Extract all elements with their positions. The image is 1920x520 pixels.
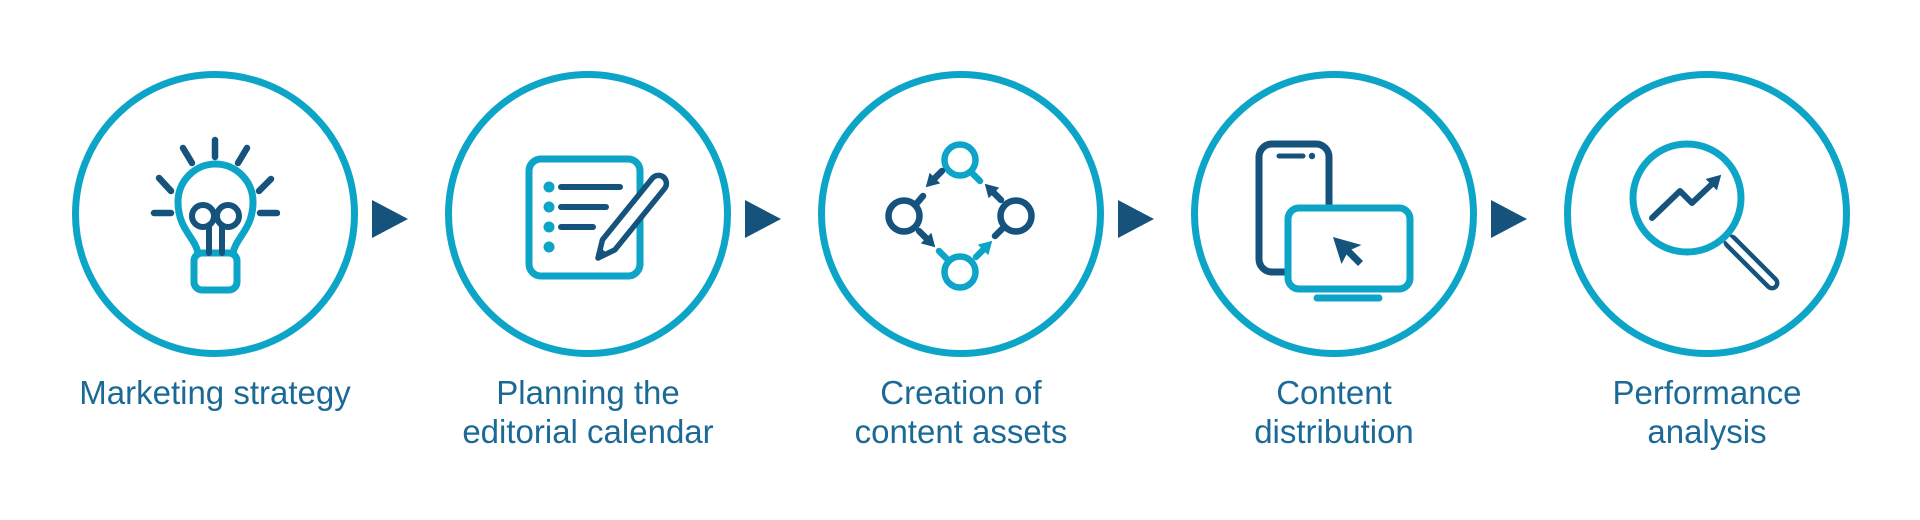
step-label-line: Content: [1276, 374, 1392, 411]
step-label-line: Performance: [1612, 374, 1802, 411]
lightbulb-icon: [150, 136, 280, 294]
devices-icon: [1255, 140, 1414, 302]
step-4-circle: [1190, 71, 1477, 357]
step-label-line: Planning the: [496, 374, 680, 411]
step-label-line: editorial calendar: [462, 413, 714, 450]
step-2-circle: [444, 71, 731, 357]
step-5-circle: [1563, 71, 1850, 357]
step-1-label: Marketing strategy: [28, 373, 402, 412]
step-label-line: content assets: [854, 413, 1068, 450]
notepad-pencil-icon: [525, 155, 670, 280]
step-1-circle: [71, 71, 358, 357]
flow-arrow-icon: [1491, 200, 1527, 238]
step-label-line: analysis: [1647, 413, 1767, 450]
flow-arrow-icon: [1118, 200, 1154, 238]
step-label-line: Marketing strategy: [79, 374, 351, 411]
flow-arrow-icon: [745, 200, 781, 238]
step-3-label: Creation of content assets: [774, 373, 1148, 451]
flow-arrow-icon: [372, 200, 408, 238]
step-label-line: Creation of: [880, 374, 1042, 411]
step-label-line: distribution: [1254, 413, 1414, 450]
content-cycle-icon: [885, 141, 1035, 291]
step-3-circle: [817, 71, 1104, 357]
magnifier-chart-icon: [1629, 140, 1780, 291]
step-2-label: Planning the editorial calendar: [401, 373, 775, 451]
step-4-label: Content distribution: [1147, 373, 1521, 451]
step-5-label: Performance analysis: [1520, 373, 1894, 451]
